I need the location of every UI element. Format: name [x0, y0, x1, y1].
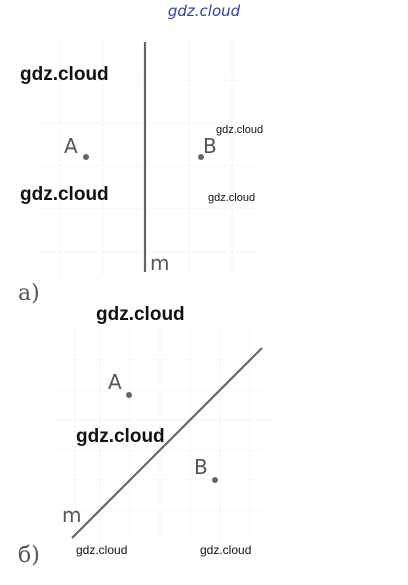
figure-a-point-a: [83, 154, 89, 160]
figure-a-point-b-label: B: [203, 134, 217, 158]
figure-a-line-label: m: [150, 251, 169, 275]
figure-b-point-b: [212, 477, 218, 483]
watermark-b-bottom-left: gdz.cloud: [76, 543, 127, 557]
figure-b-line-m: [71, 347, 263, 539]
watermark-b-top: gdz.cloud: [96, 304, 185, 325]
watermark-b-mid: gdz.cloud: [76, 426, 165, 447]
figure-a-part-label: а): [18, 281, 40, 306]
watermark-a-right-2: gdz.cloud: [208, 192, 255, 204]
figure-b-part-label: б): [18, 543, 40, 568]
figure-b-point-a-label: A: [108, 370, 122, 394]
figure-b-line-label: m: [62, 503, 81, 527]
figure-a-grid: [40, 40, 255, 275]
watermark-top: gdz.cloud: [168, 2, 241, 20]
watermark-a-right-1: gdz.cloud: [216, 124, 263, 136]
watermark-a-left-2: gdz.cloud: [20, 184, 109, 205]
watermark-b-bottom-right: gdz.cloud: [200, 543, 251, 557]
watermark-a-left-1: gdz.cloud: [20, 64, 109, 85]
figure-b-point-b-label: B: [194, 455, 208, 479]
figure-b-point-a: [126, 392, 132, 398]
figure-a-point-a-label: A: [64, 134, 78, 158]
figure-a-point-b: [198, 154, 204, 160]
figure-b-grid: [55, 330, 270, 540]
